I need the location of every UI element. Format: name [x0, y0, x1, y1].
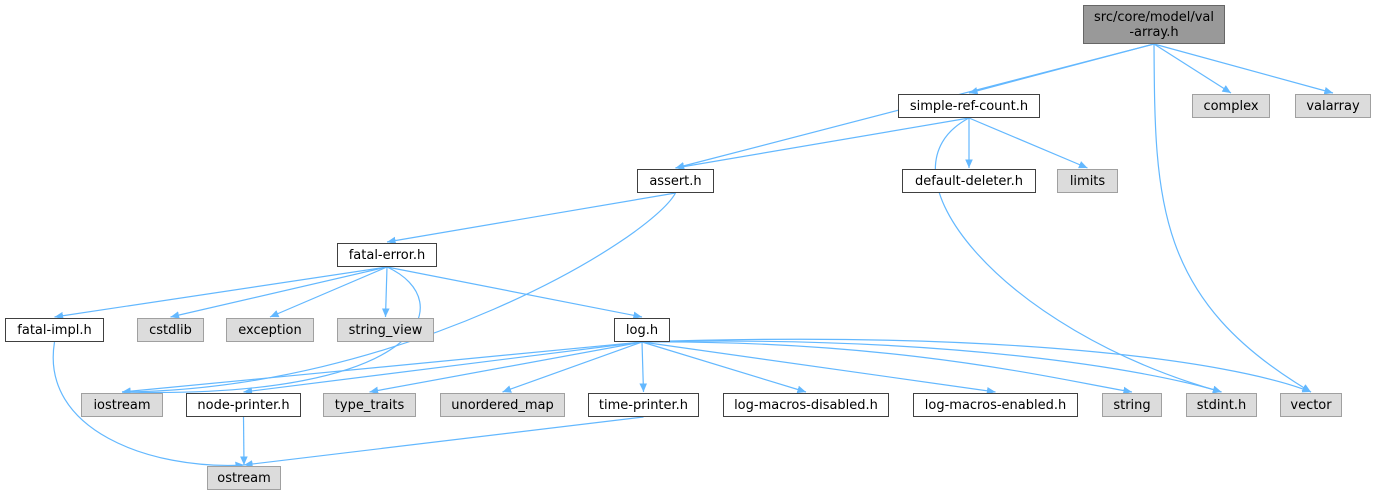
- node-limits: limits: [1057, 169, 1118, 193]
- edge-fatal-error-to-exception: [269, 266, 388, 318]
- node-stdint-h: stdint.h: [1186, 393, 1257, 417]
- edge-root-to-valarray: [1153, 43, 1334, 95]
- node-unordered-map: unordered_map: [440, 393, 565, 417]
- edge-fatal-error-to-log: [386, 266, 643, 320]
- node-exception: exception: [226, 318, 314, 342]
- edge-log-to-stdint: [641, 340, 1222, 394]
- edge-assert-to-fatal-error: [386, 192, 676, 245]
- node-log-h[interactable]: log.h: [614, 318, 670, 342]
- node-time-printer-h[interactable]: time-printer.h: [588, 393, 699, 417]
- edge-log-to-string: [641, 341, 1133, 395]
- edge-root-to-vector: [1153, 43, 1312, 393]
- edge-node-printer-to-ostream: [240, 416, 248, 466]
- node-vector: vector: [1280, 393, 1342, 417]
- edge-log-to-log-macros-enabled: [641, 341, 996, 395]
- node-valarray: valarray: [1295, 94, 1371, 118]
- node-iostream: iostream: [81, 393, 163, 417]
- node-type-traits: type_traits: [323, 393, 416, 417]
- edge-time-printer-to-ostream: [243, 416, 644, 468]
- node-ostream: ostream: [207, 466, 281, 490]
- node-simple-ref-count-h[interactable]: simple-ref-count.h: [898, 94, 1040, 118]
- edge-fatal-error-to-fatal-impl: [54, 266, 388, 320]
- edge-log-to-iostream: [121, 341, 643, 395]
- edge-log-to-log-macros-disabled: [641, 341, 807, 394]
- node-log-macros-enabled-h[interactable]: log-macros-enabled.h: [913, 393, 1078, 417]
- edge-fatal-error-to-cstdlib: [170, 266, 388, 319]
- node-val-array-h: src/core/model/val -array.h: [1083, 5, 1225, 44]
- edge-fatal-error-to-iostream: [121, 266, 421, 397]
- node-fatal-error-h[interactable]: fatal-error.h: [337, 243, 437, 267]
- node-node-printer-h[interactable]: node-printer.h: [186, 393, 301, 417]
- node-log-macros-disabled-h[interactable]: log-macros-disabled.h: [723, 393, 889, 417]
- node-cstdlib: cstdlib: [137, 318, 204, 342]
- edge-log-to-vector: [641, 338, 1312, 393]
- edge-fatal-error-to-string-view: [381, 266, 390, 318]
- edge-log-to-unordered-map: [502, 341, 643, 393]
- node-complex: complex: [1192, 94, 1270, 118]
- node-assert-h[interactable]: assert.h: [637, 169, 714, 193]
- node-fatal-impl-h[interactable]: fatal-impl.h: [5, 318, 104, 342]
- node-string: string: [1102, 393, 1162, 417]
- node-default-deleter-h[interactable]: default-deleter.h: [902, 169, 1036, 193]
- edge-fatal-impl-to-ostream: [52, 341, 245, 470]
- edge-simple-ref-count-to-assert: [675, 117, 970, 171]
- edge-simple-ref-count-to-limits: [968, 117, 1088, 169]
- edge-root-to-complex: [1153, 43, 1232, 94]
- edge-log-to-node-printer: [243, 341, 643, 395]
- node-string-view: string_view: [337, 318, 434, 342]
- edge-simple-ref-count-to-stdint: [934, 117, 1222, 394]
- edge-log-to-time-printer: [639, 341, 648, 393]
- edge-log-to-type-traits: [369, 341, 643, 395]
- edge-assert-to-iostream: [121, 192, 677, 396]
